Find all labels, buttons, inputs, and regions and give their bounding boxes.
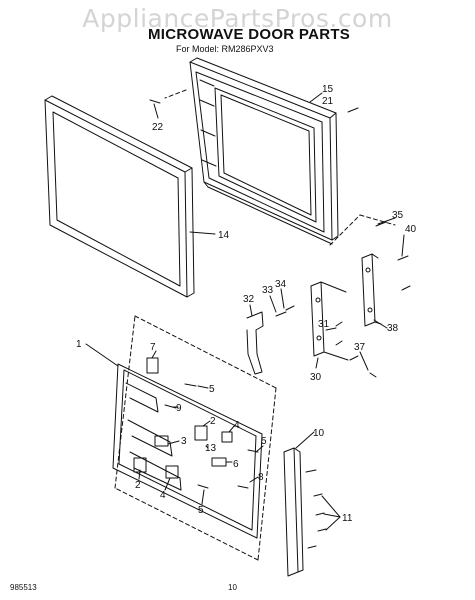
callout-31: 31 [318,319,330,330]
callout-4-lower: 4 [160,490,166,501]
callout-14: 14 [218,230,230,241]
callout-2: 2 [210,416,216,427]
callout-35: 35 [392,210,404,221]
document-code: 985513 [10,583,37,592]
callout-1: 1 [76,339,82,350]
callout-10: 10 [313,428,325,439]
callout-4: 4 [234,420,240,431]
door-frame [44,95,195,298]
callout-22: 22 [152,122,164,133]
screws [149,99,411,549]
callout-5-right: 5 [261,436,267,447]
inner-door-panel [189,57,339,245]
reference-lines [114,89,396,561]
door-cover-strip [283,447,304,577]
watermark: AppliancePartsPros.com [82,4,393,33]
callout-11: 11 [342,513,353,524]
hinge-plate [361,253,382,327]
callout-2-lower: 2 [135,480,141,491]
callout-labels: 15 21 22 14 35 40 34 33 32 31 37 38 30 1… [76,84,417,524]
callout-21: 21 [322,96,334,107]
callout-8: 8 [258,472,264,483]
callout-13: 13 [205,443,217,454]
callout-3: 3 [181,436,187,447]
callout-34: 34 [275,279,287,290]
callout-7: 7 [150,342,156,353]
page-title: MICROWAVE DOOR PARTS [148,26,351,43]
latch-plate-assembly [112,357,263,539]
hinge-bracket [310,281,349,361]
model-subtitle: For Model: RM286PXV3 [176,44,274,54]
latch-arm [246,311,264,375]
callout-leaders [85,92,405,531]
page-number: 10 [228,583,237,592]
callout-6: 6 [233,459,239,470]
callout-30: 30 [310,372,322,383]
callout-9: 9 [176,403,182,414]
callout-38: 38 [387,323,399,334]
callout-37: 37 [354,342,366,353]
callout-33: 33 [262,285,274,296]
callout-32: 32 [243,294,255,305]
callout-15: 15 [322,84,334,95]
callout-40: 40 [405,224,417,235]
callout-5: 5 [209,384,215,395]
callout-5-lower: 5 [198,505,204,516]
